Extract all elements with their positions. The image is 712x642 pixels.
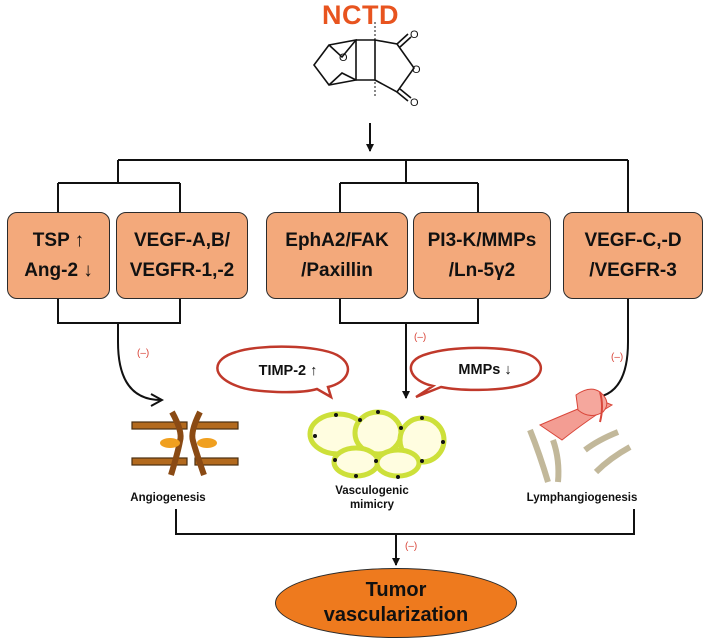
label-lymphangiogenesis: Lymphangiogenesis: [526, 492, 638, 504]
box-line: PI3-K/MMPs: [427, 229, 537, 251]
box-vegf-cd: VEGF-C,-D /VEGFR-3: [563, 212, 703, 299]
bubble-timp2: [216, 345, 350, 400]
inhibit-mark-bottom: (–): [405, 541, 418, 552]
box-line: Ang-2 ↓: [24, 259, 93, 281]
box-line: VEGFR-1,-2: [129, 259, 235, 281]
label-line: Vasculogenic: [335, 485, 409, 497]
label-vasculogenic-mimicry: Vasculogenic mimicry: [322, 484, 422, 512]
box-line: VEGF-C,-D: [584, 229, 682, 251]
atom-o-bridge: O: [339, 52, 348, 64]
vasculogenic-mimicry-illustration: [307, 409, 447, 479]
box-pi3k: PI3-K/MMPs /Ln-5γ2: [413, 212, 551, 299]
lymphangiogenesis-illustration: [527, 388, 632, 483]
atom-o-ring: O: [412, 64, 421, 76]
tumor-vascularization-oval: Tumor vascularization: [275, 568, 517, 638]
box-tsp-ang2: TSP ↑ Ang-2 ↓: [7, 212, 110, 299]
structure-atom-labels: O O O O: [339, 29, 421, 109]
oval-line: Tumor: [365, 579, 427, 601]
label-line: mimicry: [349, 499, 395, 511]
atom-o-bottom: O: [410, 97, 419, 109]
box-line: /Paxillin: [301, 259, 373, 281]
box-line: /VEGFR-3: [589, 259, 677, 281]
box-line: TSP ↑: [32, 229, 85, 251]
atom-o-top: O: [410, 29, 419, 41]
oval-line: vascularization: [323, 604, 469, 626]
angiogenesis-illustration: [131, 410, 239, 476]
nctd-title: NCTD: [322, 0, 399, 30]
nctd-structure-icon: [313, 22, 415, 102]
label-angiogenesis: Angiogenesis: [130, 492, 206, 504]
inhibit-mark-left: (–): [137, 348, 150, 359]
box-epha2: EphA2/FAK /Paxillin: [266, 212, 408, 299]
box-line: /Ln-5γ2: [448, 259, 516, 281]
inhibit-mark-center: (–): [414, 332, 427, 343]
box-line: VEGF-A,B/: [133, 229, 231, 251]
bubble-mmps: [409, 346, 543, 399]
bubble-timp2-text: TIMP-2 ↑: [258, 363, 318, 379]
inhibit-mark-right: (–): [611, 352, 624, 363]
box-line: EphA2/FAK: [285, 229, 389, 251]
box-vegf-ab: VEGF-A,B/ VEGFR-1,-2: [116, 212, 248, 299]
vasculogenic-cells: [313, 410, 445, 479]
tree-lines: [57, 123, 635, 566]
bubble-mmps-text: MMPs ↓: [458, 362, 512, 378]
